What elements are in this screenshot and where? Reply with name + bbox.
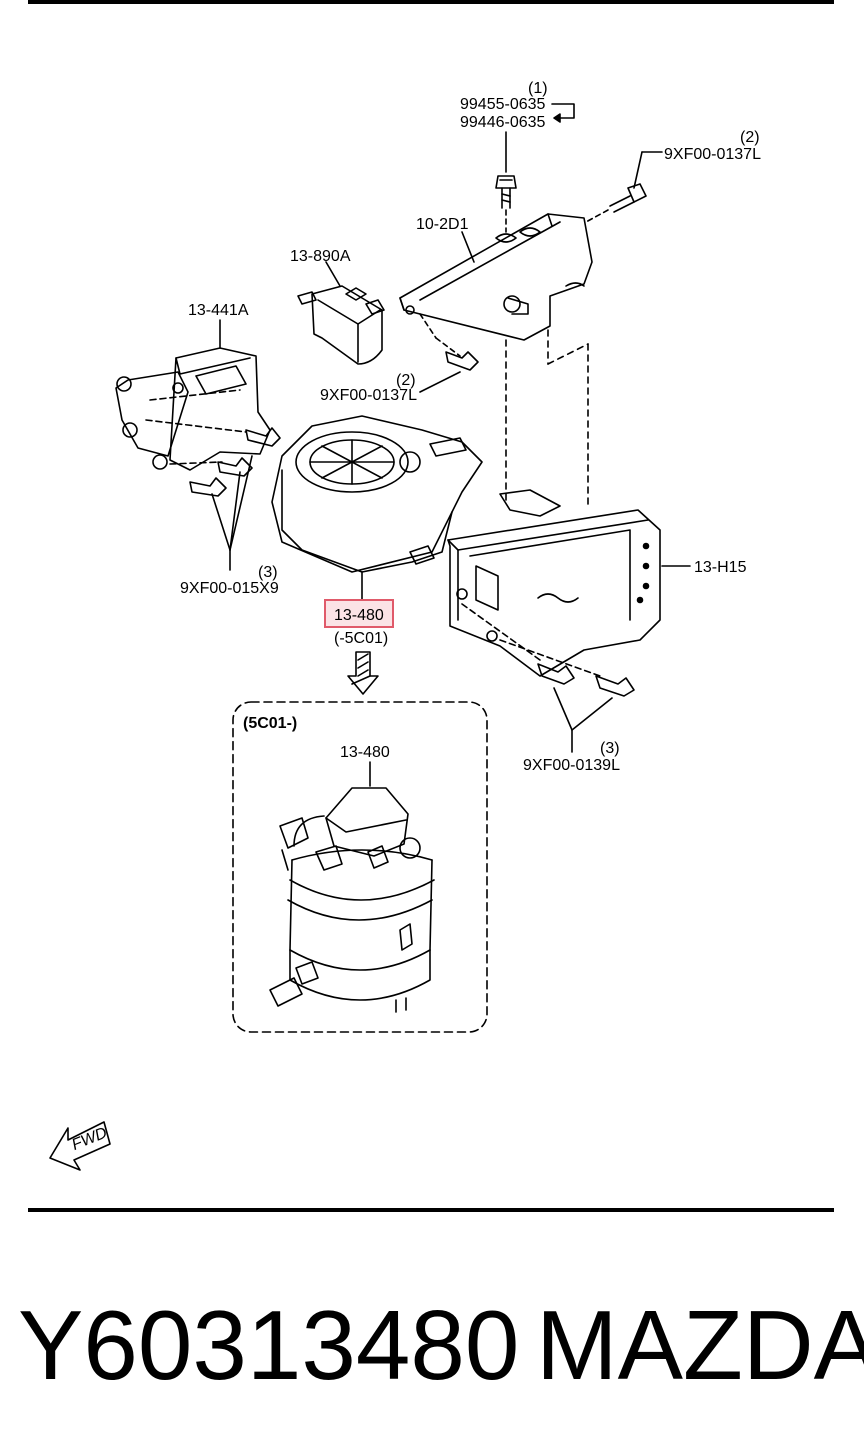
mid-bolt-icon bbox=[419, 351, 479, 393]
label-9xf00-0137l-top: 9XF00-0137L bbox=[664, 146, 761, 163]
callout-qty-2-top: (2) bbox=[740, 129, 760, 146]
label-99446-0635: 99446-0635 bbox=[460, 114, 546, 131]
label-range-after-5c01: (5C01-) bbox=[243, 715, 297, 732]
highlight-box bbox=[324, 599, 394, 628]
label-9xf00-0139l: 9XF00-0139L bbox=[523, 757, 620, 774]
label-9xf00-0137l-mid: 9XF00-0137L bbox=[320, 387, 417, 404]
footer-caption: Y60313480 MAZDA bbox=[18, 1285, 864, 1405]
callout-qty-1: (1) bbox=[528, 80, 548, 97]
top-bolt-icon bbox=[495, 103, 575, 233]
label-13-441a: 13-441A bbox=[188, 302, 249, 319]
label-13-h15: 13-H15 bbox=[694, 559, 747, 576]
label-13-480-inset: 13-480 bbox=[340, 744, 390, 761]
bracket-13-441a-icon bbox=[115, 319, 271, 471]
left-bolts-icon bbox=[189, 427, 281, 571]
top-right-bolt-icon bbox=[585, 151, 663, 223]
label-9xf00-015x9: 9XF00-015X9 bbox=[180, 580, 279, 597]
part-number: Y60313480 bbox=[18, 1290, 520, 1400]
label-10-2d1: 10-2D1 bbox=[416, 216, 469, 233]
fuel-filter-main-icon bbox=[271, 415, 483, 601]
label-range-before-5c01: (-5C01) bbox=[334, 630, 388, 647]
right-bolts-icon bbox=[537, 663, 635, 753]
callout-qty-2-mid: (2) bbox=[396, 372, 416, 389]
brand-name: MAZDA bbox=[536, 1290, 864, 1400]
label-13-480-highlighted[interactable]: 13-480 bbox=[334, 607, 384, 624]
sensor-13-890a-icon bbox=[297, 261, 385, 365]
tray-13-h15-icon bbox=[447, 489, 691, 677]
inset-box bbox=[232, 701, 488, 1033]
top-rule bbox=[28, 0, 834, 4]
fwd-arrow-icon bbox=[49, 1121, 111, 1171]
label-13-890a: 13-890A bbox=[290, 248, 351, 265]
bracket-10-2d1-icon bbox=[399, 213, 593, 505]
callout-qty-3-right: (3) bbox=[600, 740, 620, 757]
label-99455-0635: 99455-0635 bbox=[460, 96, 546, 113]
arrow-down-icon bbox=[347, 651, 379, 695]
fuel-filter-inset-icon bbox=[269, 761, 435, 1013]
callout-qty-3-left: (3) bbox=[258, 564, 278, 581]
bottom-rule bbox=[28, 1208, 834, 1212]
